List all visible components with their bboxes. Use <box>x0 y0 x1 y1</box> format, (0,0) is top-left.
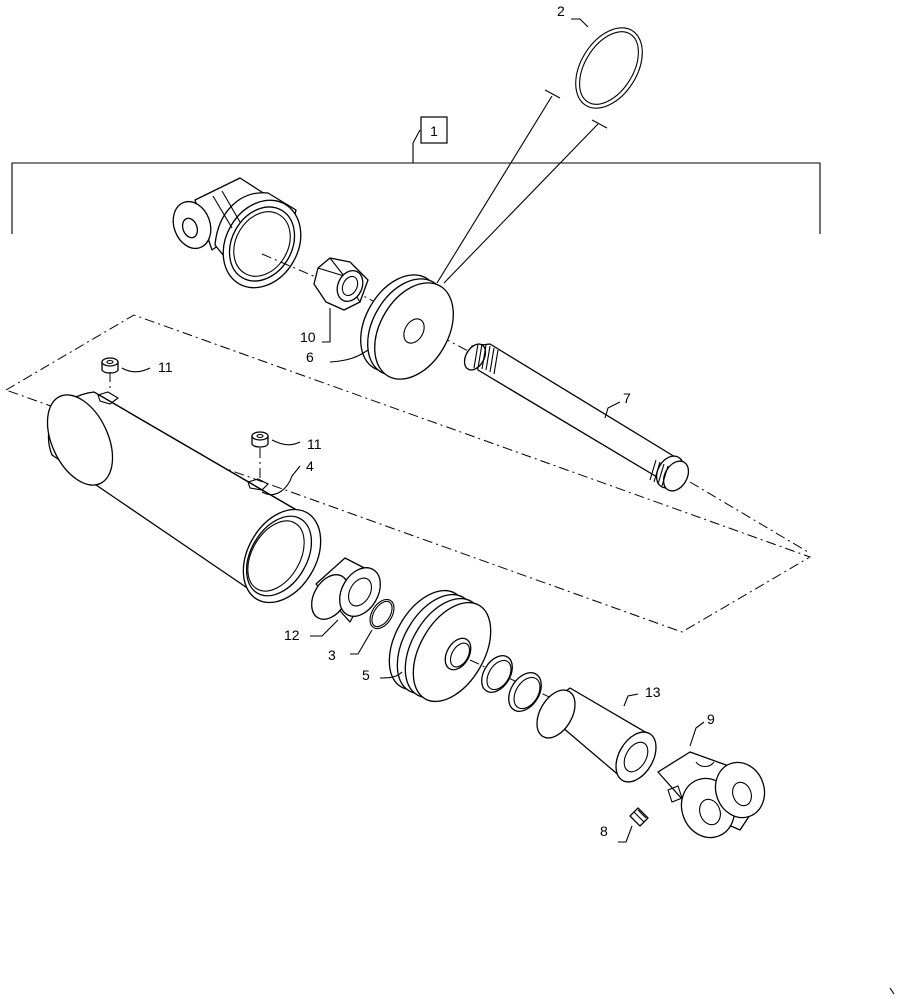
callout-3: 3 <box>328 647 336 663</box>
callout-10: 10 <box>300 329 316 345</box>
callout-12: 12 <box>284 627 300 643</box>
callout-2: 2 <box>557 3 565 19</box>
hex-nut[interactable]: 10 <box>300 257 369 345</box>
callout-6: 6 <box>306 349 314 365</box>
gland-clevis-end[interactable] <box>167 177 316 302</box>
callout-8: 8 <box>600 823 608 839</box>
callout-1: 1 <box>430 123 438 139</box>
corner-mark <box>889 987 895 995</box>
callout-13: 13 <box>645 684 661 700</box>
set-screw[interactable]: 8 <box>600 807 649 843</box>
rod-centerline <box>689 481 809 553</box>
callout-11b: 11 <box>307 436 322 452</box>
callout-7: 7 <box>623 390 631 406</box>
rod-clevis[interactable]: 9 <box>657 711 772 845</box>
rod-seal-ring[interactable] <box>502 667 548 717</box>
callout-11a: 11 <box>158 359 173 375</box>
cylinder-tube[interactable]: 4 <box>34 385 336 617</box>
o-ring-detail[interactable]: 2 <box>436 3 656 284</box>
bushing-sleeve[interactable]: 13 <box>529 683 664 788</box>
wiper-ring[interactable] <box>475 650 518 698</box>
spacer-sleeve[interactable]: 12 <box>284 557 389 643</box>
callout-box-1 <box>420 116 448 144</box>
callout-9: 9 <box>707 711 715 727</box>
piston[interactable]: 6 <box>306 261 469 393</box>
port-plug-b[interactable]: 11 <box>251 431 322 478</box>
piston-rod[interactable]: 7 <box>460 340 693 495</box>
seal-piston[interactable]: 5 <box>362 577 507 715</box>
assembly-bracket: 1 <box>11 116 821 234</box>
callout-4: 4 <box>306 458 314 474</box>
kit-boundary <box>4 314 812 633</box>
port-plug-a[interactable]: 11 <box>101 357 173 392</box>
callout-5: 5 <box>362 667 370 683</box>
o-ring-small[interactable]: 3 <box>328 595 399 663</box>
